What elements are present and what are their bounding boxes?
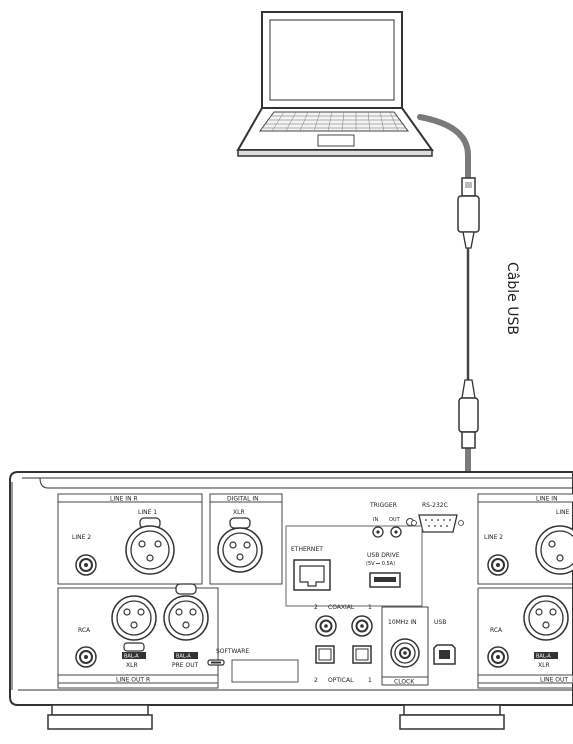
label-clock-in: 10MHz IN (388, 619, 417, 626)
coaxial-jacks (315, 615, 373, 637)
label-ethernet: ETHERNET (291, 546, 323, 553)
label-coaxial: COAXIAL (328, 604, 355, 611)
clock-bnc-jack (390, 638, 420, 668)
label-rca-right: RCA (490, 627, 503, 634)
label-coaxial-2: 2 (314, 604, 318, 611)
label-usb: USB (434, 619, 446, 626)
label-line-in-right: LINE IN (536, 496, 558, 503)
badge-bal-a-right: BAL-A (536, 654, 551, 660)
cable-label: Câble USB (504, 262, 520, 335)
label-software: SOFTWARE (216, 648, 249, 655)
badge-bal-a-pre: BAL-A (176, 654, 191, 660)
label-optical: OPTICAL (328, 677, 354, 684)
label-optical-2: 2 (314, 677, 318, 684)
software-port (207, 659, 225, 666)
label-line-out-r: LINE OUT R (116, 677, 150, 684)
label-line2: LINE 2 (72, 534, 91, 541)
label-line-right: LINE (556, 509, 570, 516)
label-line1: LINE 1 (138, 509, 157, 516)
xlr-jack-line-out (111, 595, 157, 652)
rca-jack-right-bottom (487, 646, 509, 668)
label-line-in-r: LINE IN R (110, 496, 138, 503)
label-trigger-in: IN (373, 517, 378, 523)
badge-bal-a-xlr: BAL-A (124, 654, 139, 660)
label-line2-right: LINE 2 (484, 534, 503, 541)
usb-b-port (433, 644, 456, 665)
xlr-jack-line1 (125, 517, 175, 575)
xlr-jack-digital-in (217, 517, 263, 573)
xlr-jack-right-bottom (523, 595, 569, 641)
label-line-out-right: LINE OUT (540, 677, 568, 684)
label-trigger: TRIGGER (369, 502, 397, 509)
xlr-jack-right-top (535, 525, 573, 575)
label-xlr-right: XLR (538, 662, 550, 669)
label-usb-drive: USB DRIVE (367, 552, 400, 559)
label-optical-1: 1 (368, 677, 372, 684)
label-xlr-out: XLR (126, 662, 138, 669)
label-clock: CLOCK (394, 679, 415, 686)
label-digital-in: DIGITAL IN (227, 496, 259, 503)
ethernet-port (293, 559, 331, 591)
label-rca: RCA (78, 627, 91, 634)
label-xlr-top: XLR (233, 509, 245, 516)
usb-b-plug (458, 379, 479, 449)
xlr-jack-pre-out (163, 583, 209, 641)
label-pre-out: PRE OUT (172, 662, 199, 669)
label-usb-drive-rating: (5V ⎓ 0.5A) (366, 561, 395, 567)
rca-jack-right-top (487, 554, 509, 576)
blank-plate (231, 659, 299, 683)
device-feet (47, 704, 505, 730)
label-rs232c: RS-232C (422, 502, 448, 509)
device-rear-panel: LINE IN R LINE 1 LINE 2 DIGITAL IN XLR (9, 471, 573, 730)
usb-drive-port (369, 572, 401, 588)
rca-jack-line-out (75, 646, 97, 668)
rca-jack-line2 (75, 554, 97, 576)
label-trigger-out: OUT (389, 517, 401, 523)
usb-a-plug (457, 177, 480, 249)
optical-ports (315, 645, 372, 664)
label-coaxial-1: 1 (368, 604, 372, 611)
rs232c-port (411, 514, 464, 533)
laptop-icon (236, 11, 434, 157)
